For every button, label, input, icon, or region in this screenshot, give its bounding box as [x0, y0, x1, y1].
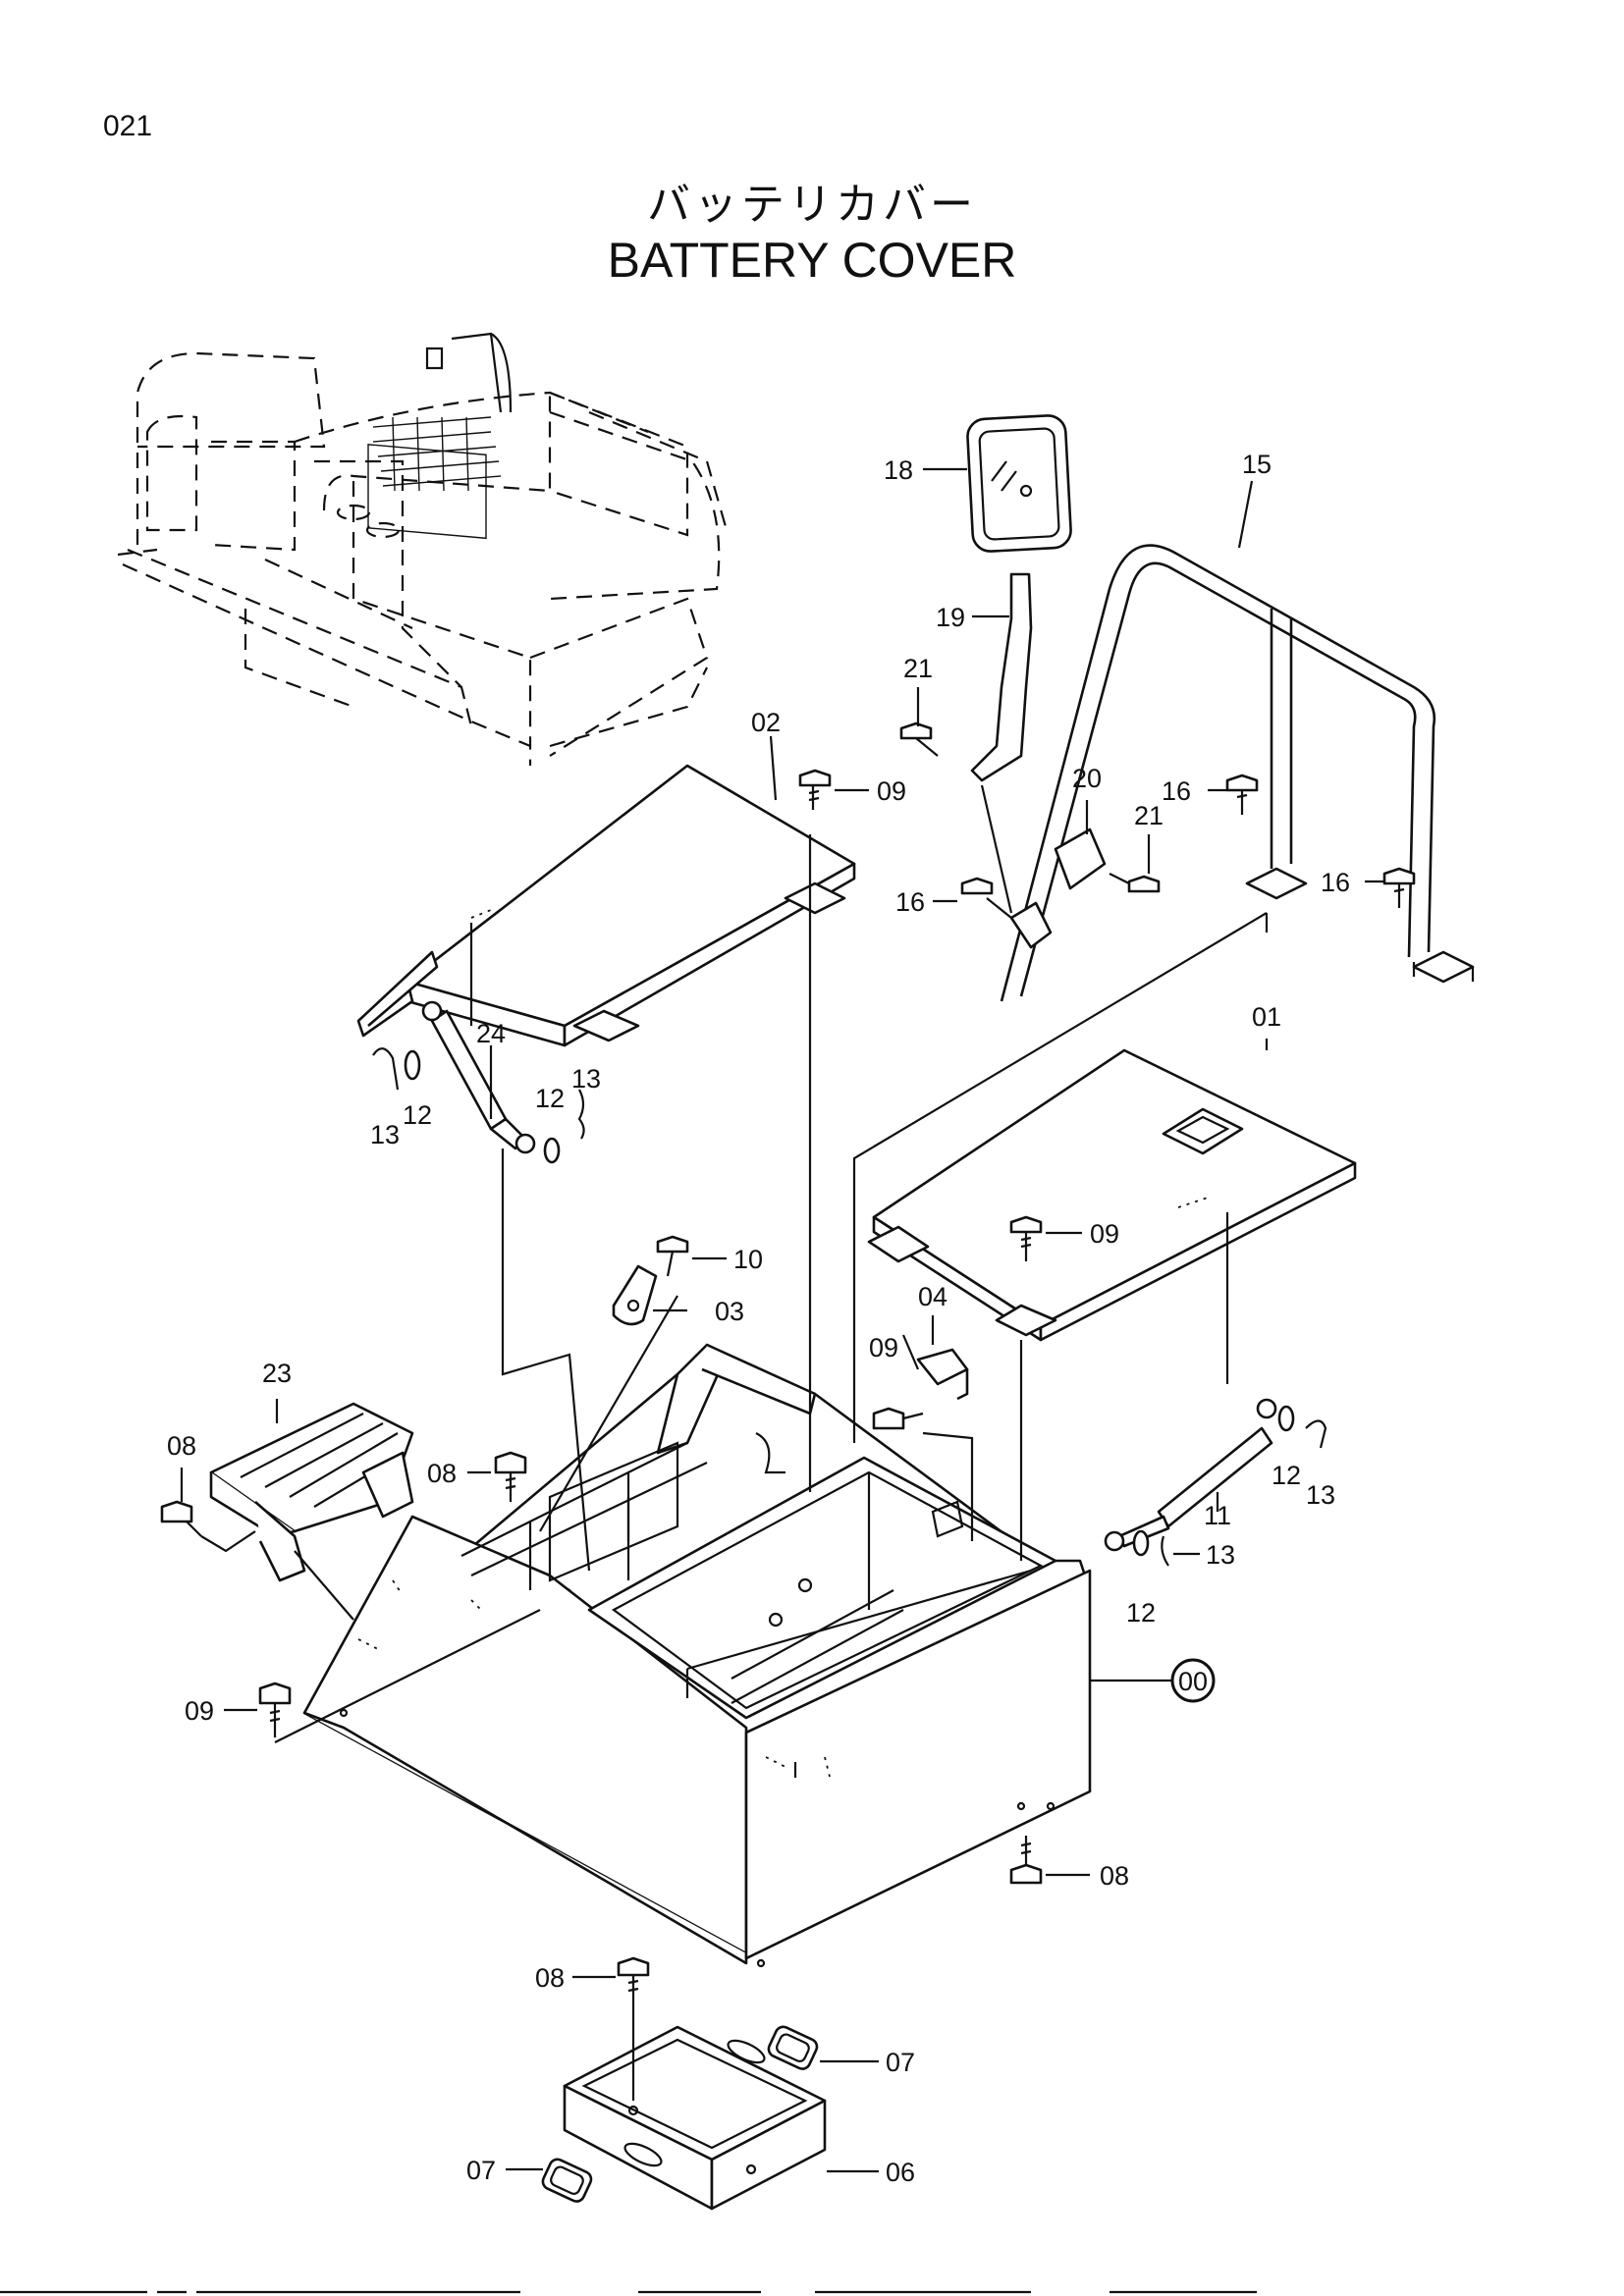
callout-21-upper: 21 [903, 654, 933, 683]
callout-16-upper: 16 [1162, 776, 1191, 806]
part-01-cover-panel [867, 1048, 1357, 1342]
callout-16-left: 16 [895, 887, 925, 917]
callout-07-right: 07 [886, 2048, 915, 2077]
callout-07-left: 07 [466, 2156, 496, 2185]
callout-10: 10 [733, 1245, 763, 1274]
leader-lines [180, 467, 1384, 2173]
fasteners [160, 721, 1416, 2002]
callout-15: 15 [1242, 450, 1272, 479]
callout-13-right: 13 [1306, 1480, 1335, 1510]
callout-09-clip: 09 [869, 1333, 898, 1362]
page-number: 021 [103, 110, 153, 142]
part-23-step [209, 1402, 414, 1582]
part-18-mirror [966, 414, 1072, 553]
callout-08-far-left: 08 [167, 1431, 196, 1461]
assembly-marker-circle [1170, 1658, 1216, 1703]
callout-06: 06 [886, 2158, 915, 2187]
callout-24: 24 [476, 1019, 506, 1048]
part-24-gas-spring [421, 1000, 536, 1154]
callout-13-mid: 13 [571, 1064, 601, 1094]
callout-00: 00 [1178, 1667, 1208, 1696]
excavator-overview-sketch [117, 332, 729, 766]
callout-12-mid: 12 [535, 1084, 565, 1113]
callout-08-mid: 08 [427, 1459, 457, 1488]
callout-04: 04 [918, 1282, 947, 1311]
callout-11: 11 [1204, 1501, 1231, 1530]
part-11-gas-spring [1104, 1398, 1277, 1552]
callout-08-box-bottom: 08 [1100, 1861, 1129, 1891]
part-00-battery-box [302, 1343, 1092, 1968]
assembly-lines [200, 834, 1269, 2101]
callout-01: 01 [1252, 1002, 1281, 1032]
callout-13-left: 13 [370, 1120, 400, 1149]
callout-18: 18 [884, 455, 913, 485]
callout-03: 03 [715, 1297, 744, 1326]
part-15-handrail [1000, 544, 1475, 1002]
callout-20: 20 [1072, 764, 1102, 793]
part-07-grommet [541, 2025, 819, 2203]
part-20-mirror-bracket [980, 784, 1107, 949]
callout-23: 23 [262, 1359, 292, 1388]
callout-02: 02 [751, 708, 781, 737]
callout-09-top: 09 [877, 776, 906, 806]
page-title-japanese: バッテリカバー [647, 180, 977, 230]
callout-09-lower-left: 09 [185, 1696, 214, 1726]
part-04-clip [916, 1348, 969, 1401]
callout-09-cover: 09 [1090, 1219, 1119, 1249]
callout-19: 19 [936, 603, 965, 632]
callout-labels: 00 01 02 03 04 06 07 07 08 08 08 08 09 0… [167, 450, 1350, 2187]
callout-12-lower: 12 [1126, 1598, 1156, 1628]
callout-08-tray: 08 [535, 1963, 565, 1993]
callout-12-left: 12 [403, 1100, 432, 1130]
part-03-bracket [612, 1264, 658, 1326]
callout-16-right: 16 [1321, 868, 1350, 897]
callout-21-lower: 21 [1134, 801, 1164, 830]
callout-12-right: 12 [1272, 1461, 1301, 1490]
part-19-mirror-stay [970, 572, 1033, 782]
part-02-cover-panel [356, 764, 856, 1047]
callout-13-lower: 13 [1206, 1540, 1235, 1570]
page-title-english: BATTERY COVER [607, 233, 1017, 288]
part-06-tray [563, 2025, 827, 2211]
